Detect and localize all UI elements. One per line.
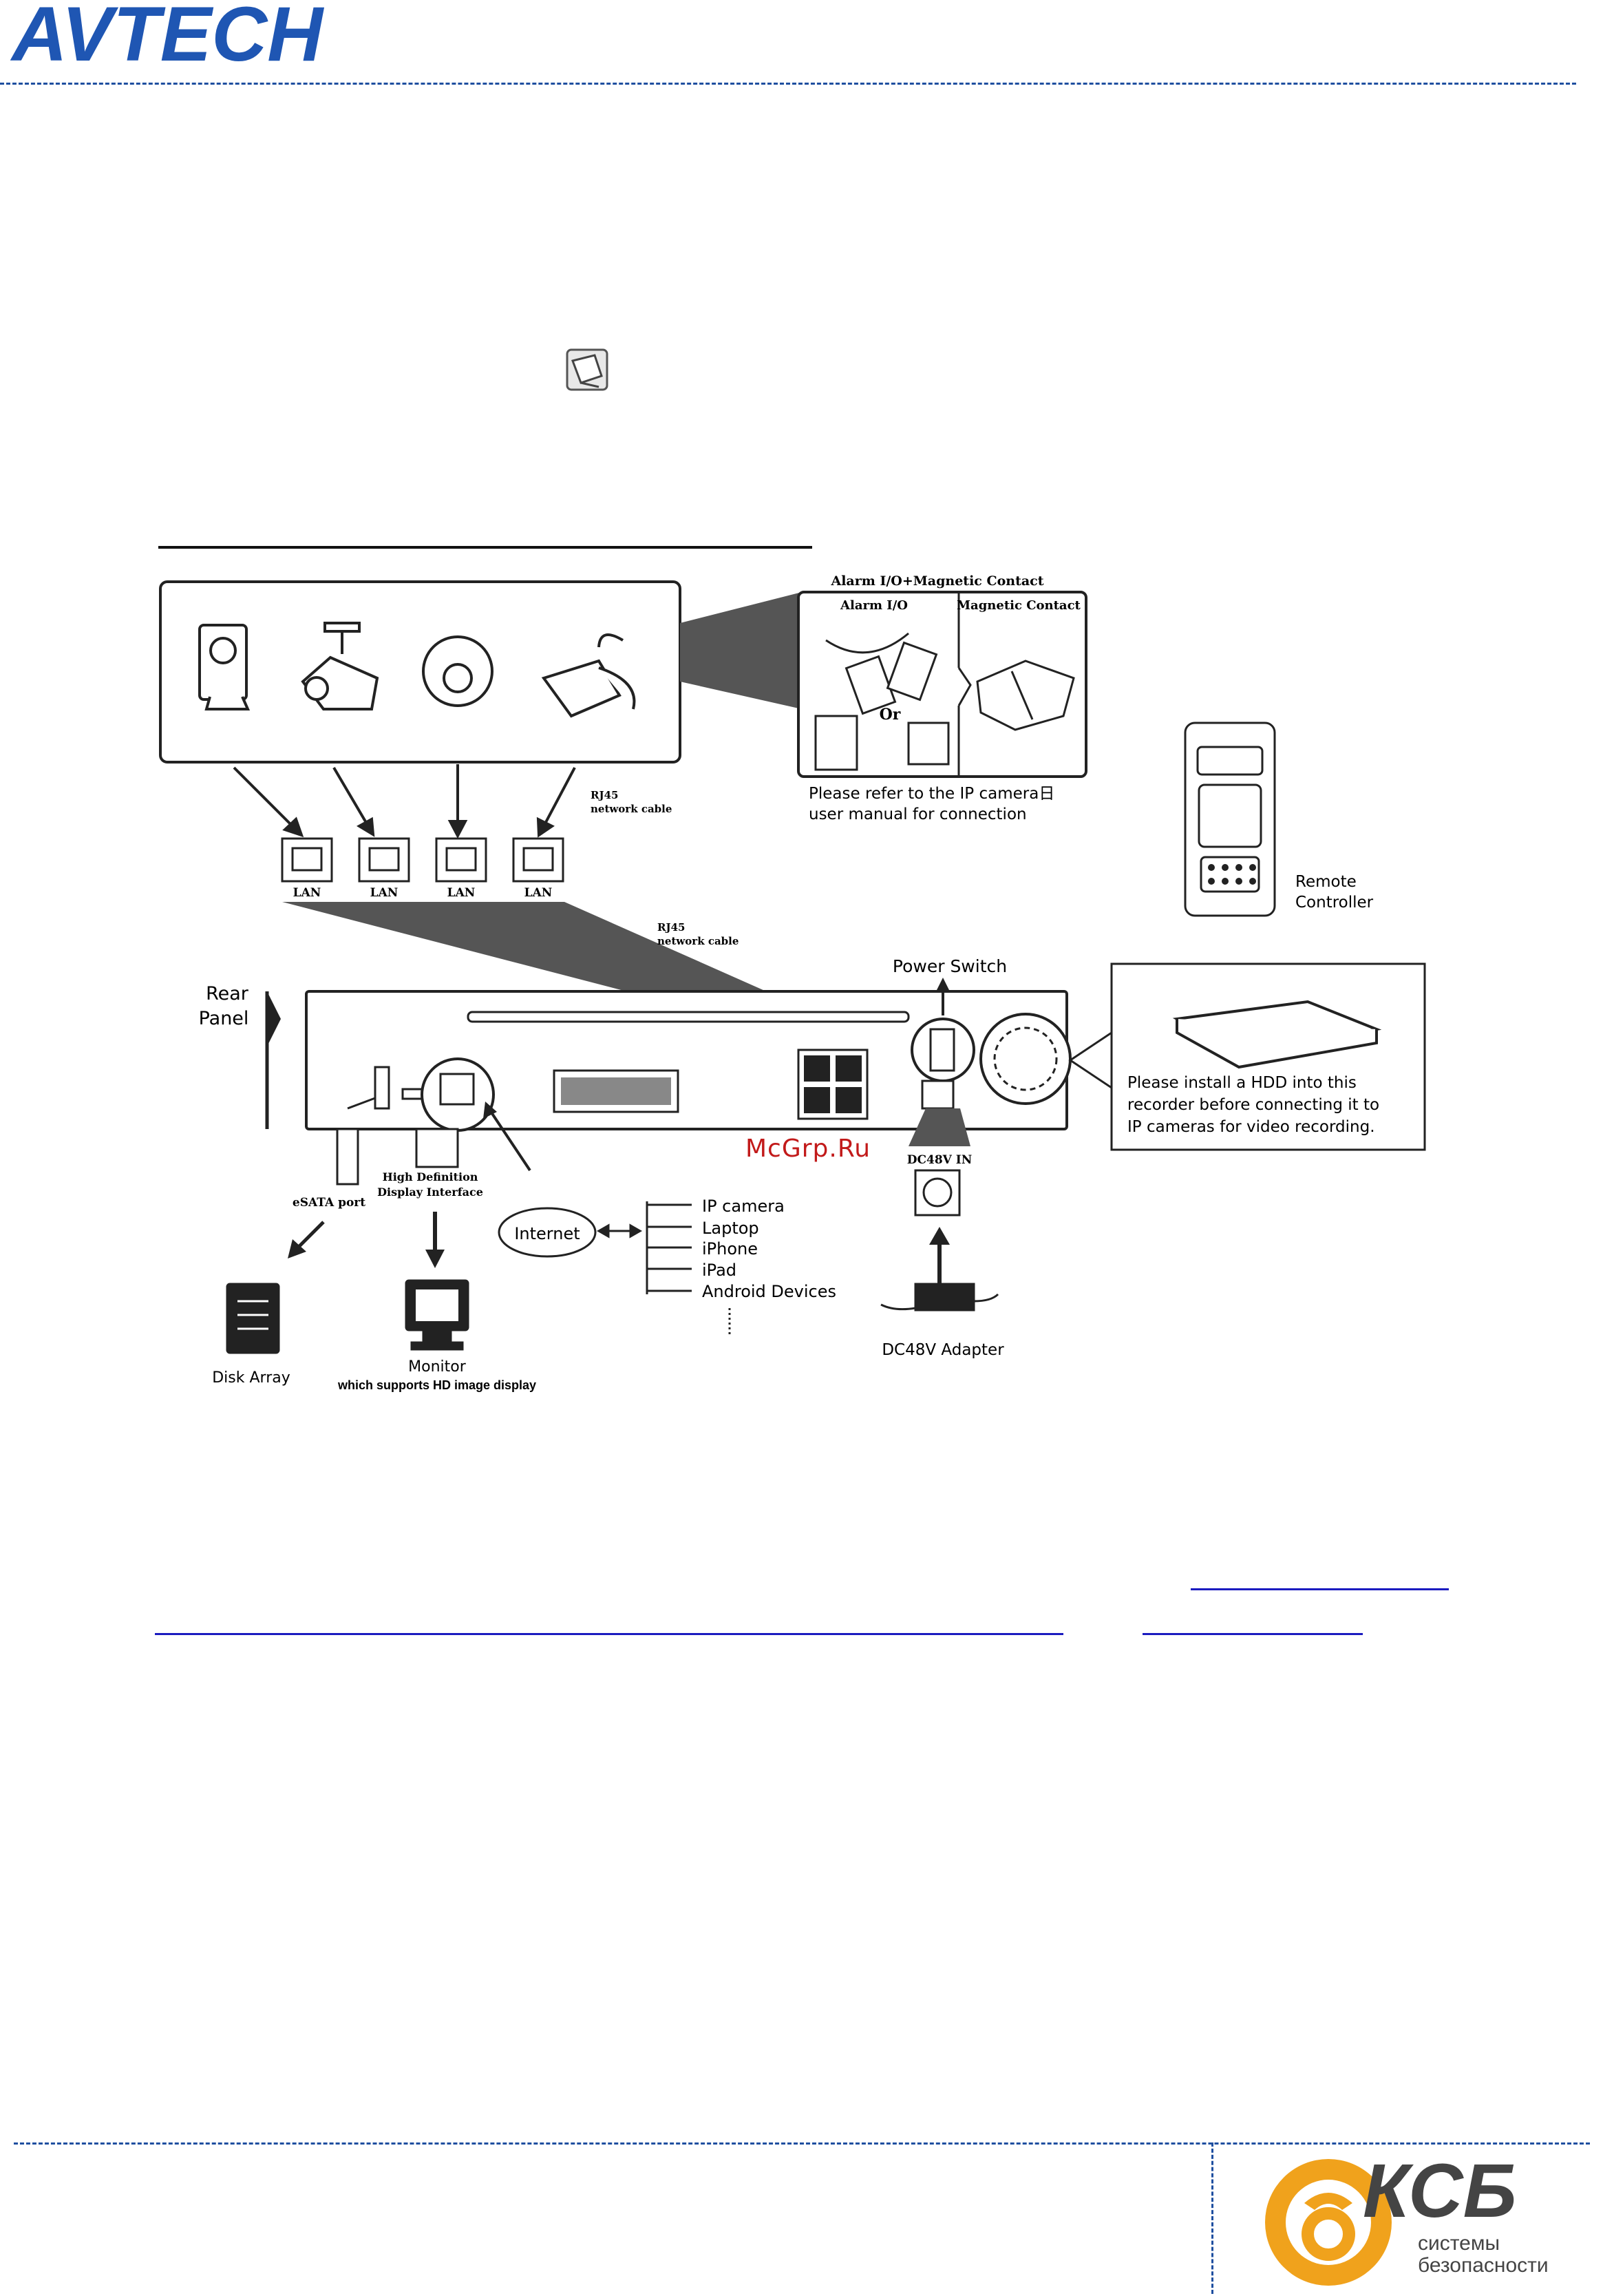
hd-label-1: High Definition bbox=[383, 1170, 478, 1183]
monitor-label-2: which supports HD image display bbox=[337, 1378, 536, 1392]
hdd-note-3: IP cameras for video recording. bbox=[1127, 1118, 1375, 1136]
lan-label: LAN bbox=[293, 886, 321, 900]
box-camera-icon bbox=[198, 624, 251, 710]
device-item: Laptop bbox=[702, 1219, 759, 1238]
device-item: iPad bbox=[702, 1261, 736, 1280]
hdd-note-2: recorder before connecting it to bbox=[1127, 1096, 1379, 1114]
footer-divider bbox=[14, 2142, 1590, 2145]
link-underline-2[interactable] bbox=[155, 1633, 1063, 1635]
rj45-top-1: RJ45 bbox=[591, 789, 618, 801]
header-divider bbox=[0, 83, 1576, 85]
esata-label: eSATA port bbox=[293, 1196, 365, 1210]
disk-array-label: Disk Array bbox=[212, 1369, 290, 1387]
device-item: IP camera bbox=[702, 1197, 785, 1216]
ip-camera-note-1: Please refer to the IP camera日 bbox=[809, 785, 1054, 803]
magnetic-contact-icon bbox=[976, 660, 1075, 731]
ip-camera-note-2: user manual for connection bbox=[809, 805, 1027, 823]
link-underline-3[interactable] bbox=[1143, 1633, 1363, 1635]
avtech-logo: AVTECH bbox=[10, 0, 368, 77]
avtech-logo-text: AVTECH bbox=[10, 0, 324, 69]
alarm-cable-icon bbox=[814, 632, 950, 771]
hd-label-2: Display Interface bbox=[377, 1186, 483, 1199]
remote-controller-icon bbox=[1184, 722, 1276, 917]
alarm-title: Alarm I/O+Magnetic Contact bbox=[830, 573, 1043, 589]
ksb-logo-sub-1: системы bbox=[1418, 2232, 1500, 2255]
disk-array-icon bbox=[226, 1283, 280, 1354]
rj45-mid-1: RJ45 bbox=[657, 921, 685, 934]
watermark: McGrp.Ru bbox=[745, 1135, 871, 1163]
device-item: iPhone bbox=[702, 1239, 758, 1258]
lan-label: LAN bbox=[524, 886, 553, 900]
link-underline-1[interactable] bbox=[1191, 1588, 1449, 1590]
rear-panel-label-2: Panel bbox=[199, 1008, 249, 1029]
rj45-top-2: network cable bbox=[591, 803, 672, 815]
remote-label-2: Controller bbox=[1295, 894, 1374, 912]
dc-adapter-label: DC48V Adapter bbox=[882, 1341, 1004, 1359]
dome-camera-icon bbox=[422, 635, 493, 707]
ceiling-camera-icon bbox=[301, 622, 379, 710]
internet-label: Internet bbox=[514, 1224, 580, 1243]
alarm-or-label: Or bbox=[880, 706, 901, 724]
section-heading-rule bbox=[158, 546, 812, 549]
ksb-logo-main: КСБ bbox=[1363, 2149, 1517, 2233]
power-adapter-icon bbox=[880, 1283, 999, 1312]
hdd-note-1: Please install a HDD into this bbox=[1127, 1074, 1357, 1092]
remote-buttons bbox=[1208, 864, 1256, 885]
dc-in-label: DC48V IN bbox=[907, 1153, 973, 1167]
ksb-logo-sub-2: безопасности bbox=[1418, 2254, 1549, 2277]
monitor-label-1: Monitor bbox=[408, 1358, 467, 1376]
lan-label: LAN bbox=[370, 886, 399, 900]
power-switch-label: Power Switch bbox=[893, 956, 1007, 976]
footer-vertical-divider bbox=[1211, 2142, 1213, 2294]
remote-label-1: Remote bbox=[1295, 873, 1357, 891]
lan-ports bbox=[281, 837, 564, 883]
rear-panel-label-1: Rear bbox=[206, 983, 249, 1004]
hdd-icon bbox=[1172, 1000, 1382, 1069]
bullet-camera-icon bbox=[541, 633, 636, 718]
ksb-logo: КСБ системы безопасности bbox=[1263, 2148, 1573, 2293]
magnetic-contact-label: Magnetic Contact bbox=[957, 598, 1081, 613]
internet-cloud-icon bbox=[498, 1207, 597, 1258]
lan-label: LAN bbox=[447, 886, 476, 900]
alarm-io-label: Alarm I/O bbox=[840, 598, 908, 613]
device-item: Android Devices bbox=[702, 1282, 836, 1301]
network-settings-icon bbox=[566, 348, 608, 391]
rj45-mid-2: network cable bbox=[657, 935, 739, 947]
